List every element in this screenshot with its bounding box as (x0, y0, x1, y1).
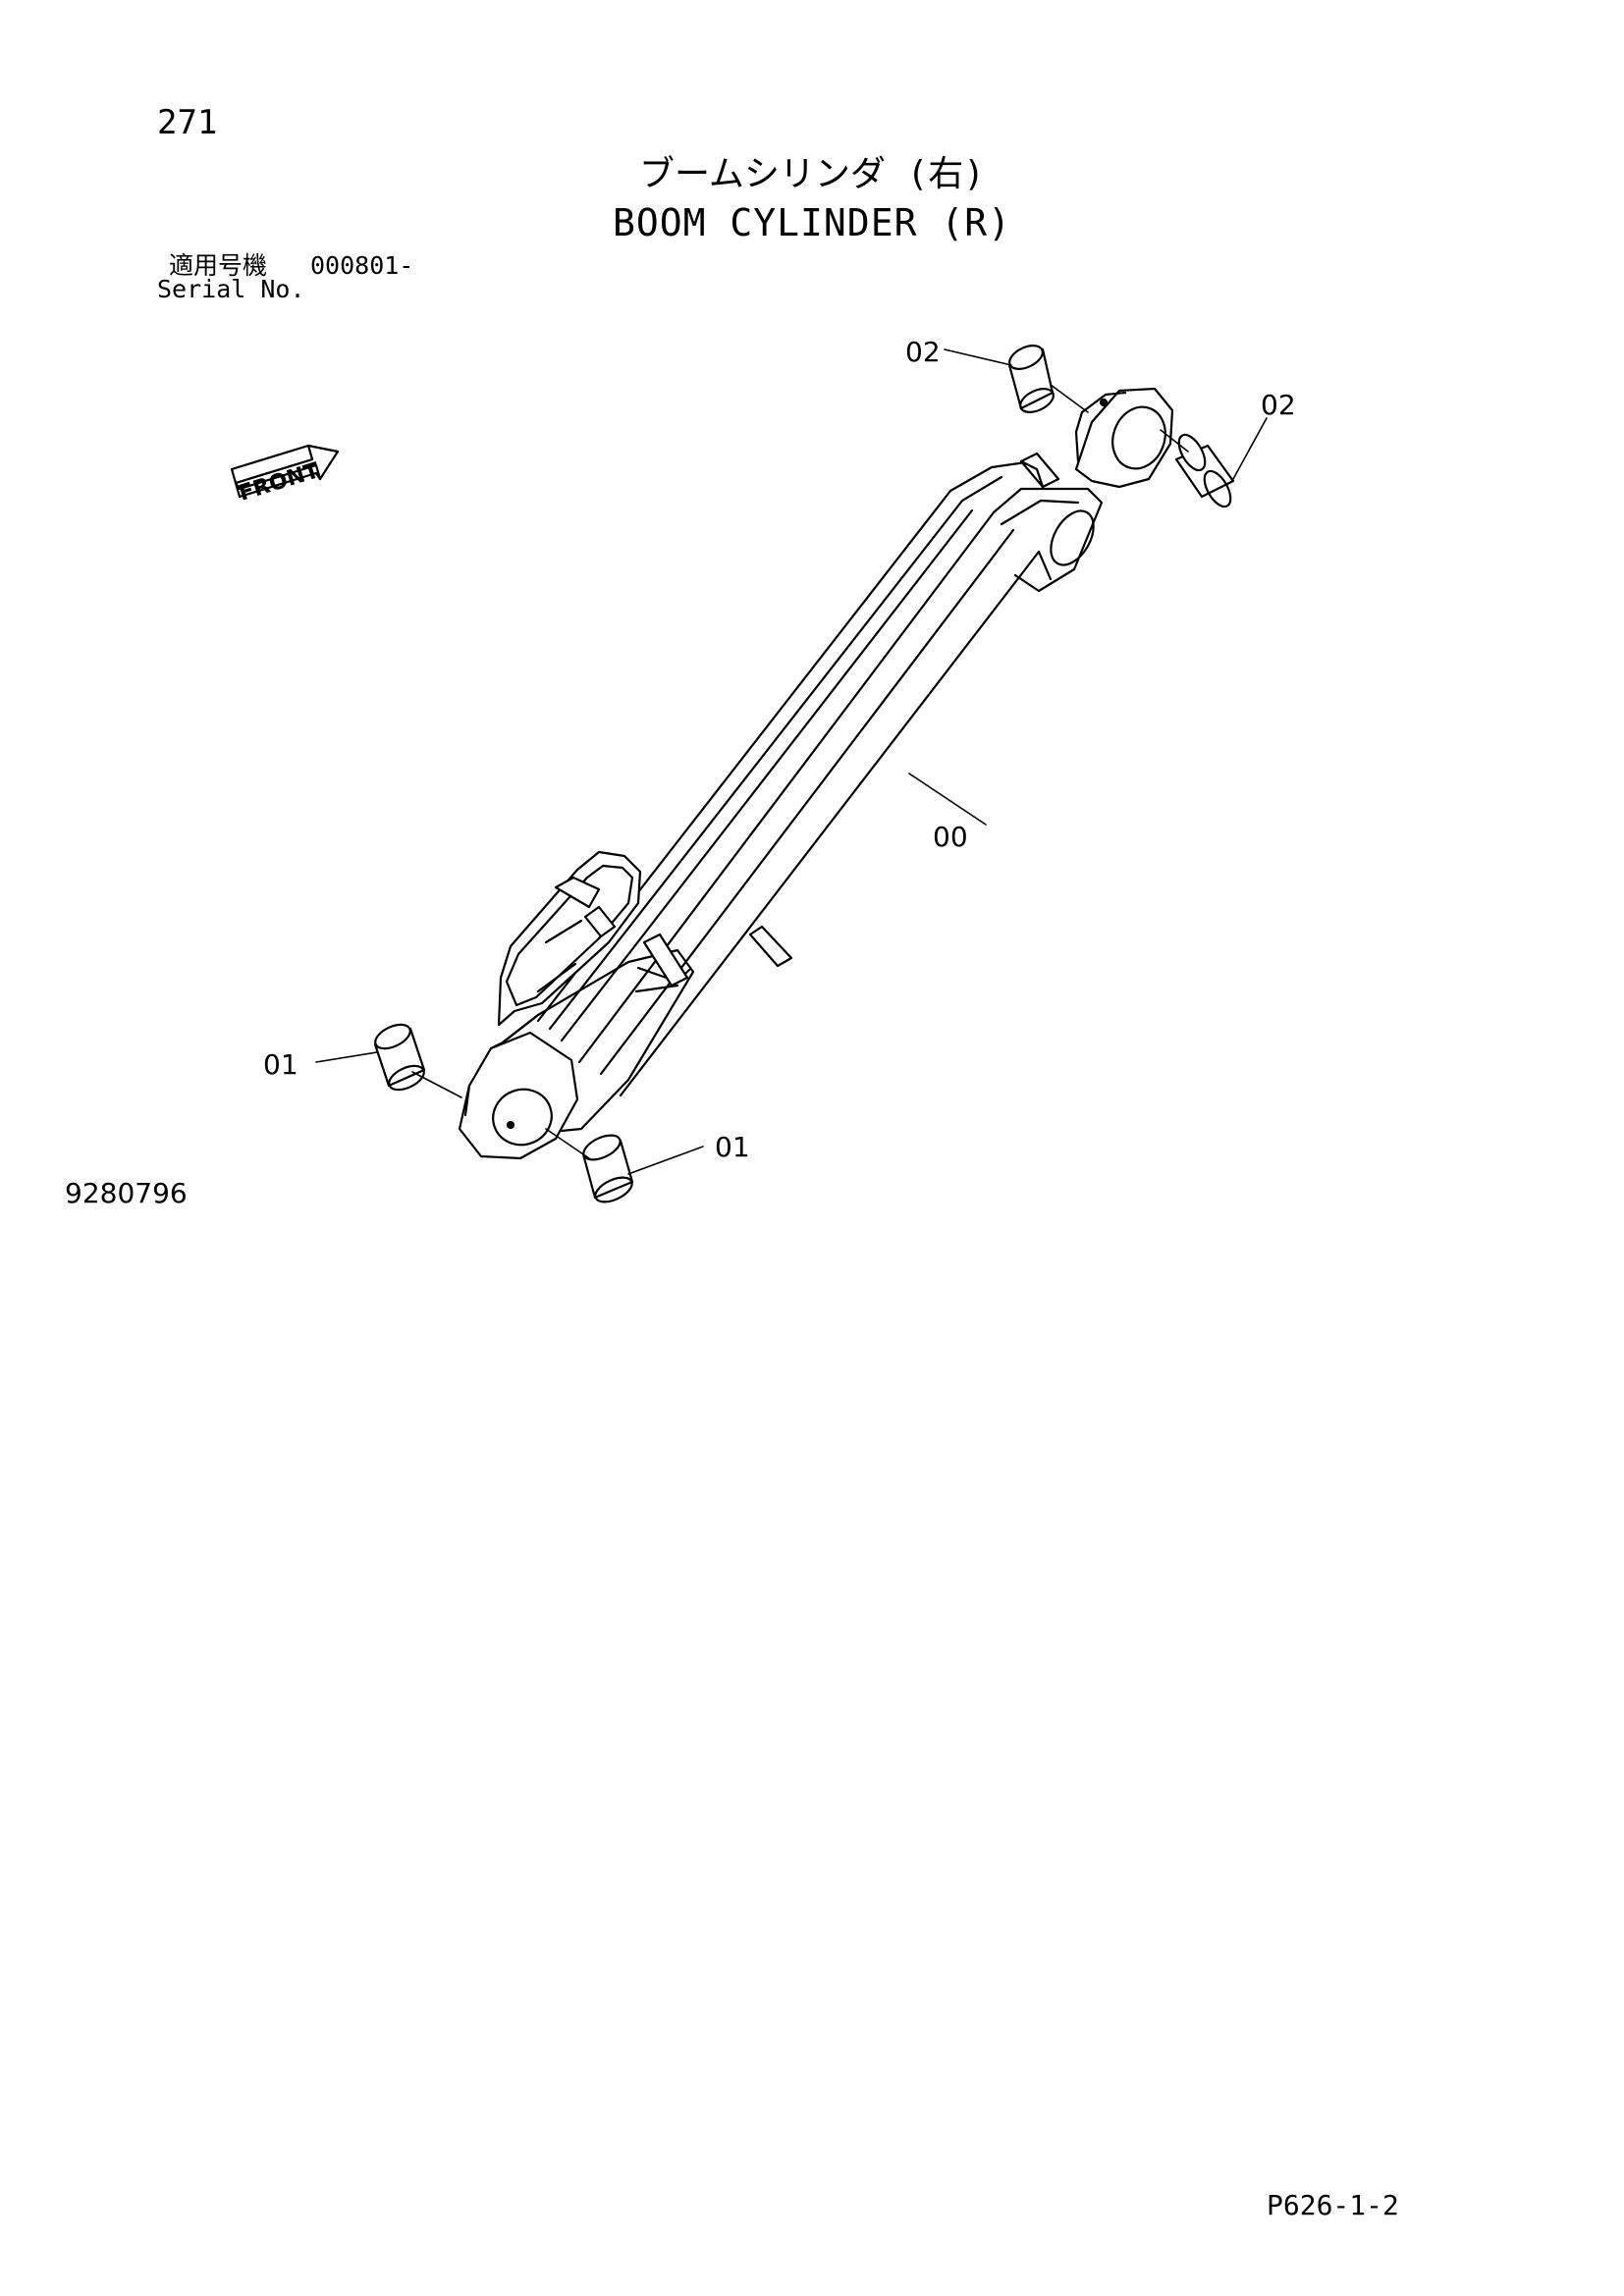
cylinder-body (458, 387, 1174, 1160)
bushing-top-right (1174, 433, 1235, 508)
page-code: P626-1-2 (1267, 2189, 1399, 2221)
callout-00-cylinder: 00 (933, 821, 968, 853)
serial-value: 000801- (310, 251, 414, 280)
bushing-bottom-right (581, 1134, 634, 1203)
serial-label-english: Serial No. (157, 275, 305, 303)
title-japanese: ブームシリンダ (右) (639, 154, 985, 194)
bushing-bottom-left (373, 1023, 426, 1092)
bushing-top-left (1007, 345, 1055, 413)
leader-lines (315, 348, 1268, 1175)
title-english: BOOM CYLINDER (R) (613, 201, 1011, 244)
reference-number: 9280796 (65, 1177, 188, 1209)
serial-label-japanese: 適用号機 (169, 251, 268, 280)
callout-02-top-right: 02 (1261, 389, 1296, 421)
front-arrow-icon: FRONT (230, 444, 340, 507)
page-number: 271 (157, 103, 218, 142)
callout-01-bottom-left: 01 (263, 1048, 298, 1081)
callout-01-bottom-right: 01 (715, 1131, 750, 1163)
callout-02-top-left: 02 (905, 336, 941, 368)
